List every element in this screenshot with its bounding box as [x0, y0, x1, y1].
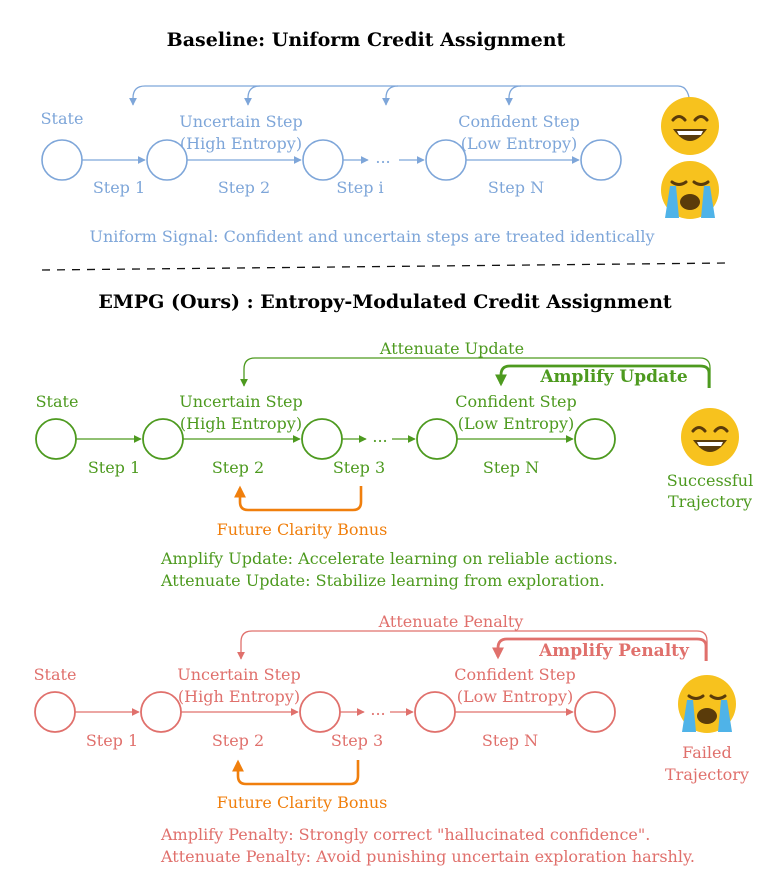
baseline-step-label: Step 1 — [93, 178, 145, 197]
success-outcome-label: Successful — [667, 471, 753, 490]
success-amplify-label: Amplify Update — [539, 367, 688, 387]
success-outcome-label: Trajectory — [668, 492, 752, 511]
baseline-step-label: Step N — [488, 178, 544, 197]
failure-step-label: Step 1 — [86, 731, 138, 750]
failure-step-label: Step 3 — [331, 731, 383, 750]
success-uncertain-sub: (High Entropy) — [180, 414, 302, 433]
failure-ellipsis: ... — [370, 700, 385, 719]
baseline-node — [425, 139, 467, 181]
crying-face-icon — [661, 161, 719, 219]
failure-note: Attenuate Penalty: Avoid punishing uncer… — [160, 847, 695, 866]
success-amplify-arrow — [495, 364, 711, 388]
baseline-signal-text: Uniform Signal: Confident and uncertain … — [90, 227, 655, 246]
success-confident-sub: (Low Entropy) — [458, 414, 575, 433]
failure-node — [34, 691, 76, 733]
baseline-node — [302, 139, 344, 181]
success-note: Amplify Update: Accelerate learning on r… — [160, 549, 618, 568]
failure-node — [299, 691, 341, 733]
baseline-step-label: Step 2 — [218, 178, 270, 197]
success-note: Attenuate Update: Stabilize learning fro… — [160, 571, 605, 590]
failure-confident-label: Confident Step — [454, 665, 575, 684]
baseline-section: Baseline: Uniform Credit Assignment Stat… — [41, 29, 719, 246]
crying-face-icon — [678, 675, 736, 733]
failure-outcome-label: Failed — [682, 743, 732, 762]
failure-node — [414, 691, 456, 733]
baseline-step-label: Step i — [336, 178, 383, 197]
success-attenuate-arrow — [240, 357, 711, 388]
baseline-ellipsis: ... — [375, 148, 390, 167]
success-node — [574, 418, 616, 460]
baseline-confident-sub: (Low Entropy) — [461, 134, 578, 153]
failure-bonus-arrow — [232, 759, 360, 786]
baseline-uncertain-sub: (High Entropy) — [180, 134, 302, 153]
success-node — [301, 418, 343, 460]
baseline-node — [41, 139, 83, 181]
success-step-label: Step 1 — [88, 458, 140, 477]
failure-amplify-label: Amplify Penalty — [538, 641, 690, 661]
failure-uncertain-label: Uncertain Step — [177, 665, 300, 684]
baseline-confident-label: Confident Step — [458, 112, 579, 131]
failure-state-label: State — [34, 665, 77, 684]
baseline-node — [580, 139, 622, 181]
grinning-face-icon — [661, 97, 719, 155]
baseline-state-label: State — [41, 109, 84, 128]
baseline-uncertain-label: Uncertain Step — [179, 112, 302, 131]
success-state-label: State — [36, 392, 79, 411]
success-uncertain-label: Uncertain Step — [179, 392, 302, 411]
failure-bonus-label: Future Clarity Bonus — [217, 793, 388, 812]
success-step-label: Step 2 — [212, 458, 264, 477]
success-node — [416, 418, 458, 460]
grinning-face-icon — [681, 408, 739, 466]
success-section: Attenuate Update Amplify Update State Un… — [35, 339, 753, 590]
section-divider — [41, 262, 729, 271]
success-node — [142, 418, 184, 460]
success-node — [35, 418, 77, 460]
failure-step-label: Step 2 — [212, 731, 264, 750]
baseline-title: Baseline: Uniform Credit Assignment — [167, 29, 566, 51]
failure-confident-sub: (Low Entropy) — [457, 687, 574, 706]
empg-title: EMPG (Ours) : Entropy-Modulated Credit A… — [98, 291, 672, 313]
success-step-label: Step N — [483, 458, 539, 477]
failure-note: Amplify Penalty: Strongly correct "hallu… — [160, 825, 650, 844]
failure-section: Attenuate Penalty Amplify Penalty State … — [34, 612, 749, 866]
failure-node — [574, 691, 616, 733]
failure-step-label: Step N — [482, 731, 538, 750]
success-step-label: Step 3 — [333, 458, 385, 477]
failure-amplify-arrow — [492, 637, 708, 661]
baseline-node — [146, 139, 188, 181]
success-confident-label: Confident Step — [455, 392, 576, 411]
failure-attenuate-arrow — [237, 630, 708, 661]
success-ellipsis: ... — [372, 427, 387, 446]
success-attenuate-label: Attenuate Update — [379, 339, 524, 358]
failure-uncertain-sub: (High Entropy) — [178, 687, 300, 706]
failure-node — [140, 691, 182, 733]
failure-outcome-label: Trajectory — [665, 765, 749, 784]
baseline-feedback-arc — [129, 85, 691, 109]
success-bonus-arrow — [234, 485, 363, 512]
success-bonus-label: Future Clarity Bonus — [217, 520, 388, 539]
failure-attenuate-label: Attenuate Penalty — [378, 612, 524, 631]
